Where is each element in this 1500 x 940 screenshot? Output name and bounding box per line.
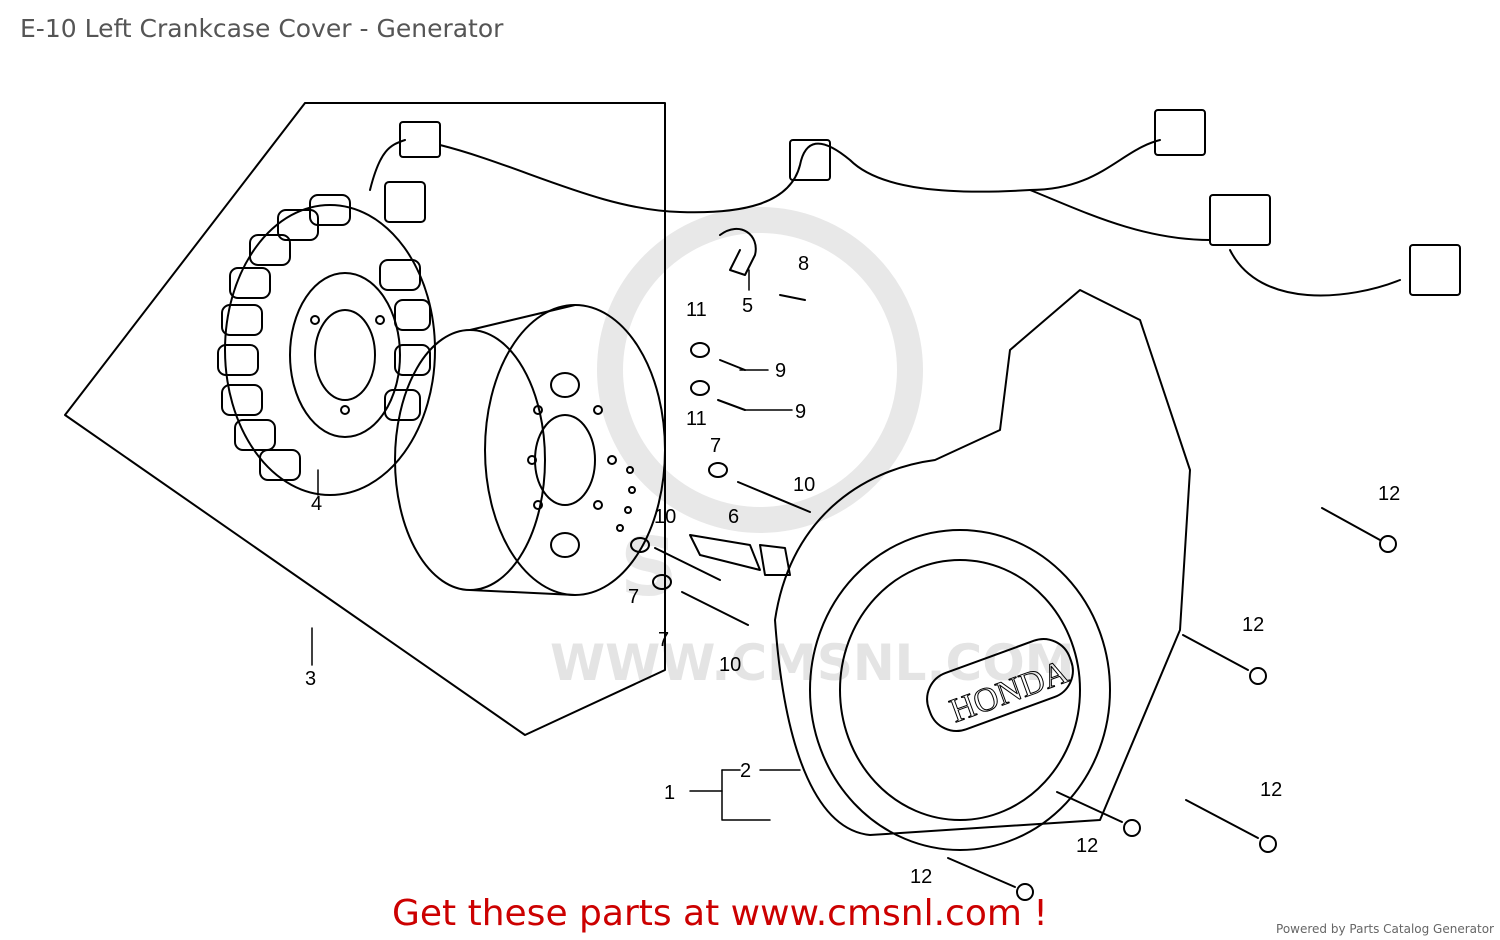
- callout-6: 6: [728, 506, 739, 528]
- generator-assembly-bracket: [64, 102, 666, 736]
- callout-9a: 9: [775, 360, 786, 382]
- wiring-harness: [369, 109, 1461, 297]
- stator: [217, 121, 441, 496]
- svg-text:S: S: [620, 521, 678, 614]
- leader-lines: [311, 269, 801, 821]
- callout-12b: 12: [1242, 614, 1264, 636]
- callout-7a: 7: [710, 435, 721, 457]
- hardware: [630, 228, 811, 626]
- callout-12c: 12: [1076, 835, 1098, 857]
- callout-10a: 10: [793, 474, 815, 496]
- callout-10c: 10: [719, 654, 741, 676]
- callout-5: 5: [742, 295, 753, 317]
- page-title: E-10 Left Crankcase Cover - Generator: [20, 14, 504, 43]
- callout-12d: 12: [1260, 779, 1282, 801]
- flywheel: [394, 304, 666, 596]
- callout-8: 8: [798, 253, 809, 275]
- callout-11b: 11: [686, 408, 707, 430]
- callout-7c: 7: [658, 629, 669, 651]
- crankcase-cover: HONDA: [774, 289, 1191, 851]
- callout-11a: 11: [686, 299, 707, 321]
- callout-7b: 7: [628, 586, 639, 608]
- callout-labels: 1 2 3 4 5 6 7 7 7 8 9 9 10 10 10 11 11 1…: [305, 253, 1400, 888]
- watermark: S WWW.CMSNL.COM: [550, 207, 1075, 692]
- callout-9b: 9: [795, 401, 806, 423]
- cover-bolts: [947, 507, 1397, 901]
- callout-12a: 12: [1378, 483, 1400, 505]
- callout-3: 3: [305, 668, 316, 690]
- callout-12e: 12: [910, 866, 932, 888]
- powered-by-text: Powered by Parts Catalog Generator: [1276, 922, 1494, 936]
- callout-4: 4: [311, 493, 322, 515]
- callout-1: 1: [664, 782, 675, 804]
- callout-10b: 10: [654, 506, 676, 528]
- get-parts-link[interactable]: Get these parts at www.cmsnl.com !: [392, 893, 1048, 934]
- callout-2: 2: [740, 760, 751, 782]
